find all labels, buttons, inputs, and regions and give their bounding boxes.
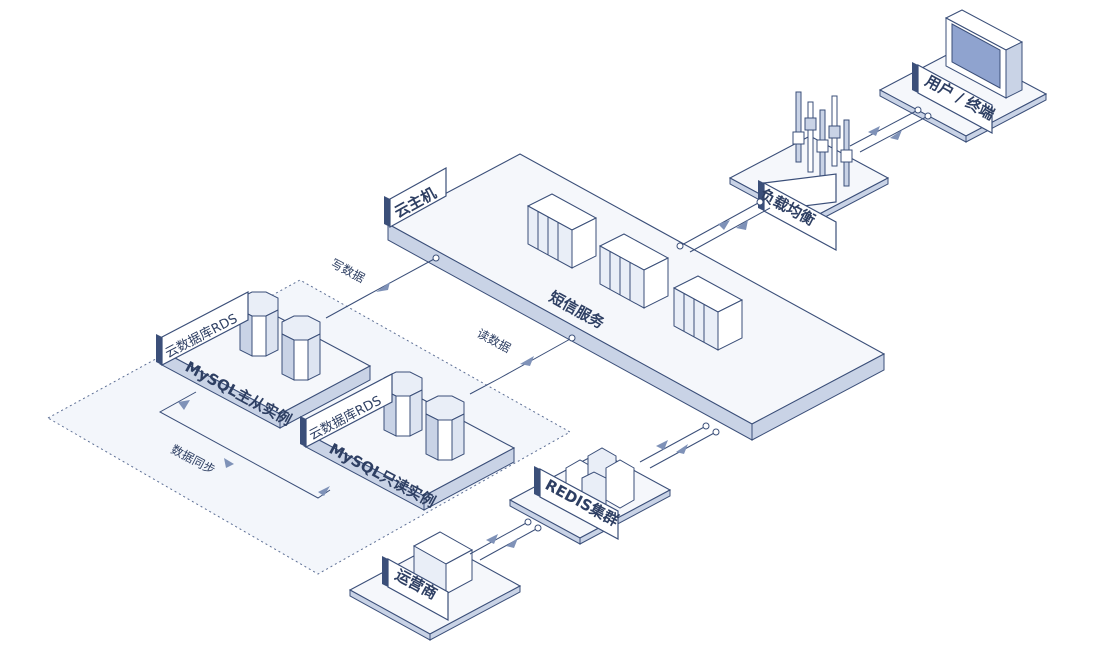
sms-service-platform: 短信服务 xyxy=(386,153,886,441)
load-balancer-icon xyxy=(792,91,853,187)
building-icon xyxy=(412,531,474,595)
redis-cluster-icon xyxy=(565,447,635,515)
read-data-connector: 读数据 xyxy=(469,325,576,395)
database-cylinder-icon xyxy=(425,395,465,461)
read-data-label: 读数据 xyxy=(475,325,514,355)
server-stack-icon xyxy=(526,193,598,269)
redis-platform xyxy=(508,447,672,545)
user-terminal-platform xyxy=(878,9,1048,143)
sms-redis-connector xyxy=(639,422,720,469)
redis-operator-connector xyxy=(469,518,542,561)
monitor-icon xyxy=(944,9,1024,99)
write-data-connector: 写数据 xyxy=(325,254,440,319)
server-stack-icon xyxy=(598,233,670,309)
database-cylinder-icon xyxy=(281,315,321,381)
database-cylinder-icon xyxy=(383,371,423,437)
sms-loadbalancer-connector xyxy=(676,198,771,253)
loadbalancer-user-connector xyxy=(849,106,932,153)
write-data-label: 写数据 xyxy=(329,255,368,285)
server-stack-icon xyxy=(672,275,744,351)
